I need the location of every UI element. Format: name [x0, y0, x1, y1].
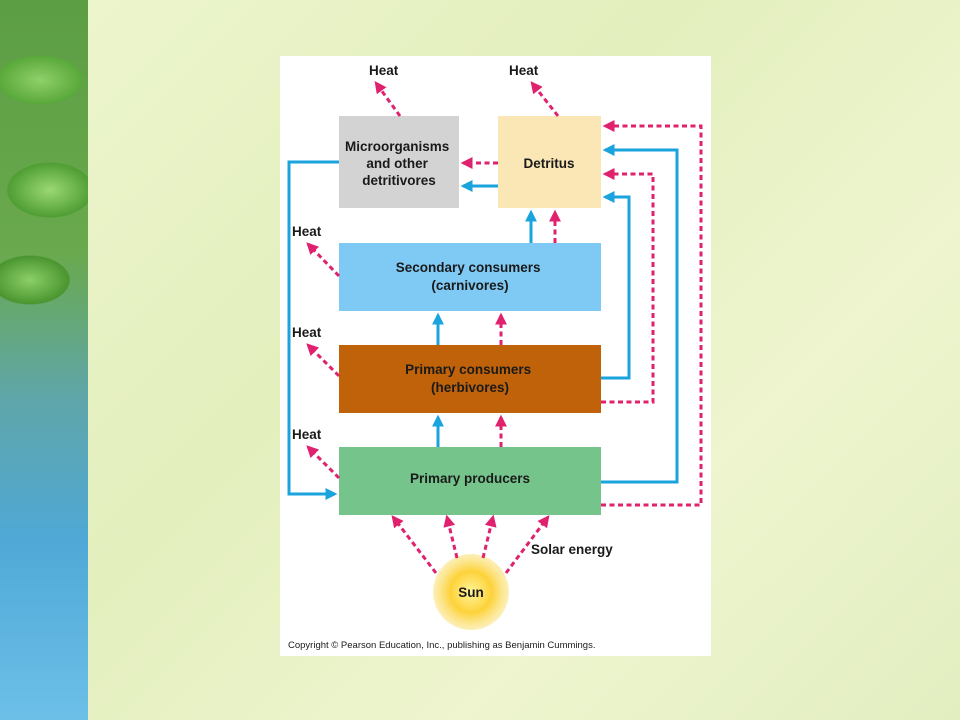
solar-ray-2	[443, 514, 459, 559]
secondary-consumers-box	[339, 243, 601, 311]
heat-arrow-producers	[306, 445, 341, 480]
heat-label-detritus: Heat	[509, 63, 539, 78]
primary-producers-label: Primary producers	[410, 471, 530, 486]
arrow-primary-consumers-to-detritus-energy	[601, 168, 655, 404]
heat-arrow-detritus	[530, 81, 560, 117]
arrow-producers-to-detritus-energy	[601, 120, 703, 507]
secondary-consumers-label: Secondary consumers (carnivores)	[396, 260, 545, 293]
heat-arrow-primary-consumers	[306, 343, 341, 378]
solar-ray-4	[504, 515, 550, 574]
primary-consumers-box	[339, 345, 601, 413]
detritus-box	[498, 116, 601, 208]
heat-arrow-secondary	[306, 242, 341, 278]
heat-label-producers: Heat	[292, 427, 322, 442]
heat-arrow-microorganisms	[374, 81, 402, 117]
solar-energy-label: Solar energy	[531, 542, 613, 557]
ecosystem-energy-diagram: Microorganisms and other detritivores De…	[287, 63, 703, 651]
primary-consumers-label: Primary consumers (herbivores)	[405, 362, 535, 395]
sun-label: Sun	[458, 585, 484, 600]
microorganisms-label: Microorganisms and other detritivores	[345, 139, 453, 188]
solar-ray-1	[391, 515, 438, 574]
heat-label-secondary: Heat	[292, 224, 322, 239]
arrow-producers-to-detritus-chemical	[601, 144, 679, 484]
arrow-microorganisms-to-producers	[287, 160, 339, 500]
microorganisms-box	[339, 116, 459, 208]
solar-ray-3	[481, 514, 497, 559]
diagram-panel: Microorganisms and other detritivores De…	[280, 56, 711, 656]
heat-label-primary-consumers: Heat	[292, 325, 322, 340]
sun-icon	[433, 554, 509, 630]
heat-label-microorganisms: Heat	[369, 63, 399, 78]
copyright-text: Copyright © Pearson Education, Inc., pub…	[288, 640, 595, 651]
detritus-label: Detritus	[523, 156, 574, 171]
primary-producers-box	[339, 447, 601, 515]
decorative-leaf-water-strip	[0, 0, 88, 720]
arrow-primary-consumers-to-detritus-chemical	[601, 191, 631, 380]
